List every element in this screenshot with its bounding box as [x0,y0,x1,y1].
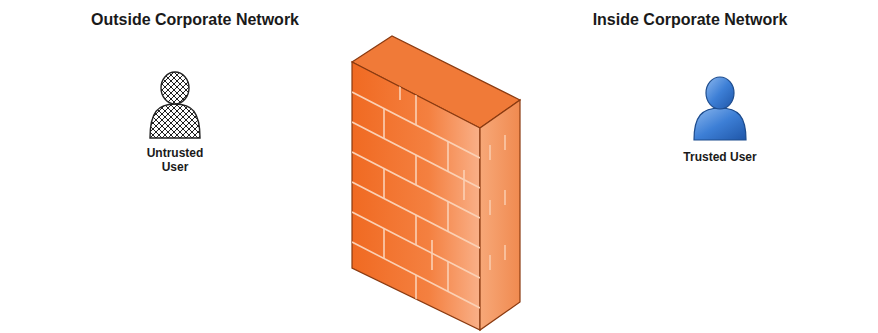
user-label: Untrusted User [140,146,210,175]
user-label: Trusted User [683,150,756,164]
region-heading: Outside Corporate Network [91,10,299,29]
firewall [352,36,520,330]
region-heading: Inside Corporate Network [593,10,788,29]
untrusted-user-icon [150,72,200,138]
trusted-user-icon [694,77,746,140]
